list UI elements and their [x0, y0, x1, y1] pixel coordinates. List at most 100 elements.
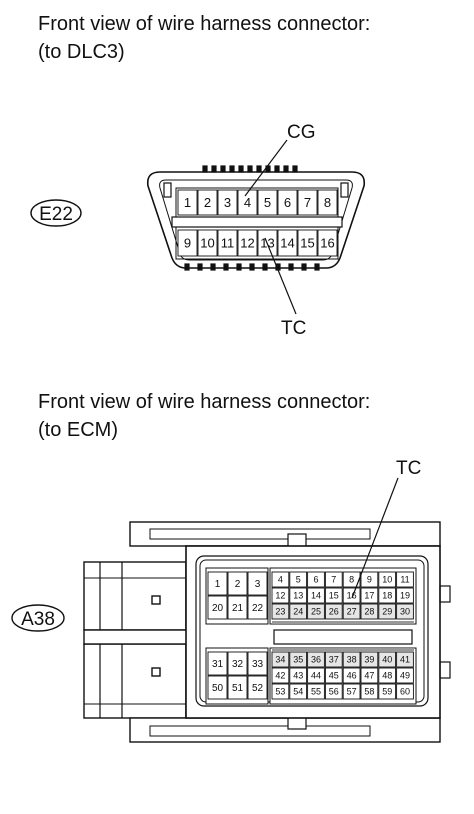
dlc3-pin-label: 11: [221, 236, 235, 251]
dlc3-pin-label: 6: [284, 195, 291, 210]
ecm-pin-cell: [227, 651, 248, 676]
ecm-left-square-top: [151, 595, 161, 605]
ecm-pin-cell: [207, 675, 228, 700]
dlc3-pin-label: 2: [204, 195, 211, 210]
ecm-pin-label: 37: [329, 655, 339, 665]
ecm-pin-cell: [342, 571, 361, 588]
ecm-pin-label: 2: [235, 579, 241, 590]
ecm-pin-label: 44: [311, 671, 321, 681]
ecm-pin-cell: [289, 651, 308, 668]
dlc3-pin-label: 9: [184, 236, 191, 251]
ecm-pin-cell: [307, 683, 325, 700]
ecm-pin-label: 22: [252, 603, 264, 614]
ecm-pin-cell: [271, 571, 290, 588]
ecm-pin-label: 6: [313, 575, 318, 585]
dlc3-cg-label: CG: [287, 122, 316, 143]
ecm-pin-cell: [227, 571, 248, 596]
ecm-pin-cell: [378, 571, 397, 588]
ecm-pin-label: 54: [293, 687, 303, 697]
dlc3-bottom-row-frame: [175, 226, 339, 260]
ecm-caption-line1: Front view of wire harness connector:: [38, 391, 371, 413]
ecm-pin-cell: [207, 651, 228, 676]
ecm-pin-cell: [324, 683, 343, 700]
ecm-pin-cell: [227, 595, 248, 620]
ecm-pin-cell: [324, 667, 343, 684]
ecm-pin-cell: [247, 595, 268, 620]
ecm-pin-label: 51: [232, 683, 244, 694]
ecm-pin-label: 45: [329, 671, 339, 681]
ecm-pin-label: 25: [311, 607, 321, 617]
ecm-left-square-bottom: [151, 667, 161, 677]
ecm-pin-label: 24: [293, 607, 303, 617]
ecm-pin-label: 58: [364, 687, 374, 697]
ecm-pin-cell: [342, 603, 361, 620]
ecm-pin-label: 12: [275, 591, 285, 601]
ecm-pin-cell: [360, 667, 379, 684]
ecm-connector: [83, 521, 451, 743]
ecm-pin-cell: [396, 651, 414, 668]
dlc3-right-latch: [340, 182, 349, 198]
ecm-pin-label: 36: [311, 655, 321, 665]
dlc3-pin-cell: [217, 229, 238, 257]
ecm-pin-cell: [307, 571, 325, 588]
ecm-pin-cell: [271, 667, 290, 684]
ecm-pin-cell: [360, 603, 379, 620]
ecm-pin-label: 41: [400, 655, 410, 665]
ecm-pin-cell: [360, 587, 379, 604]
dlc3-tc-leader: [264, 237, 297, 315]
dlc3-pin-label: 5: [264, 195, 271, 210]
ecm-pin-cell: [271, 587, 290, 604]
ecm-pin-label: 9: [367, 575, 372, 585]
ecm-pin-label: 33: [252, 659, 264, 670]
ecm-pin-label: 50: [212, 683, 224, 694]
dlc3-pin-cell: [277, 229, 298, 257]
dlc3-cg-leader: [244, 139, 288, 197]
ecm-pin-label: 29: [382, 607, 392, 617]
dlc3-pin-cell: [317, 229, 338, 257]
ecm-pin-cell: [396, 667, 414, 684]
ecm-pin-label: 20: [212, 603, 224, 614]
dlc3-connector-id: E22: [39, 204, 73, 225]
ecm-pin-cell: [307, 603, 325, 620]
ecm-pin-cell: [378, 683, 397, 700]
dlc3-pin-cell: [297, 189, 318, 216]
dlc3-pin-label: 8: [324, 195, 331, 210]
ecm-pin-label: 42: [275, 671, 285, 681]
ecm-pin-label: 8: [349, 575, 354, 585]
ecm-pin-label: 7: [331, 575, 336, 585]
ecm-pin-label: 14: [311, 591, 321, 601]
ecm-pin-cell: [271, 651, 290, 668]
dlc3-pin-cell: [217, 189, 238, 216]
dlc3-pin-cell: [277, 189, 298, 216]
ecm-pin-label: 34: [275, 655, 285, 665]
ecm-pin-cell: [289, 667, 308, 684]
dlc3-left-latch: [163, 182, 172, 198]
ecm-connector-id-ellipse: [11, 604, 65, 632]
dlc3-pin-cell: [297, 229, 318, 257]
ecm-pin-cell: [324, 587, 343, 604]
ecm-caption: Front view of wire harness connector: (t…: [38, 388, 370, 444]
ecm-pin-label: 15: [329, 591, 339, 601]
ecm-pin-label: 3: [255, 579, 261, 590]
ecm-pin-label: 30: [400, 607, 410, 617]
ecm-pin-cell: [396, 683, 414, 700]
dlc3-pin-label: 3: [224, 195, 231, 210]
ecm-pin-cell: [307, 651, 325, 668]
ecm-housing-inner: [195, 555, 429, 707]
ecm-pin-cell: [307, 667, 325, 684]
ecm-pin-cell: [342, 683, 361, 700]
ecm-pin-cell: [289, 571, 308, 588]
dlc3-pin-label: 7: [304, 195, 311, 210]
ecm-pin-label: 46: [347, 671, 357, 681]
ecm-pin-label: 28: [364, 607, 374, 617]
ecm-pin-label: 16: [347, 591, 357, 601]
dlc3-connector-id-ellipse: [30, 199, 82, 227]
dlc3-inner-shell: [159, 179, 353, 261]
ecm-pin-label: 13: [293, 591, 303, 601]
dlc3-caption-line2: (to DLC3): [38, 41, 125, 63]
ecm-pin-cell: [207, 595, 228, 620]
